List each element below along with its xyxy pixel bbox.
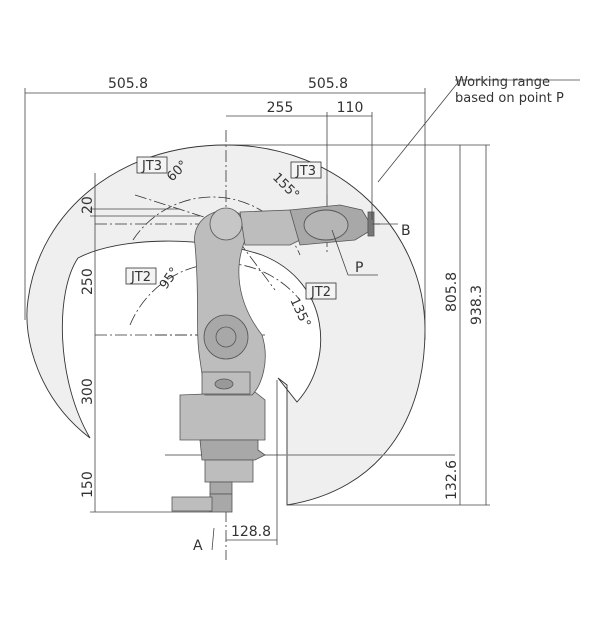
working-range-label-1: Working range [455,75,550,90]
jt2-right-angle: 135° [286,295,313,330]
dim-300: 300 [80,378,96,405]
point-a-label: A [193,538,203,554]
jt3-right-box [290,161,322,179]
jt2-right-label: JT2 [310,285,331,300]
robot-arm [171,204,375,513]
dim-805: 805.8 [444,272,460,312]
jt2-left-label: JT2 [130,270,151,285]
jt2-left-angle: 95° [157,265,183,292]
dim-upper-arm: 255 [267,100,294,116]
dim-right-reach: 505.8 [308,76,348,92]
jt3-left-box [136,156,168,174]
jt3-right-label: JT3 [295,164,316,179]
dim-128: 128.8 [231,524,271,540]
dim-left-reach: 505.8 [108,76,148,92]
working-range-label-2: based on point P [455,91,564,106]
dim-938: 938.3 [469,285,485,325]
jt2-right-box [305,282,337,300]
dim-250: 250 [80,268,96,295]
jt2-left-box [125,267,157,285]
dim-132: 132.6 [444,460,460,500]
dim-20: 20 [80,196,96,214]
jt3-limit-line-2 [225,223,276,291]
point-b-label: B [401,223,411,239]
jt3-limit-line [134,194,227,225]
dim-wrist-offset: 110 [337,100,364,116]
dimension-lines [24,79,580,551]
dim-150: 150 [80,471,96,498]
jt3-left-label: JT3 [141,159,162,174]
point-p-label: P [355,260,363,276]
